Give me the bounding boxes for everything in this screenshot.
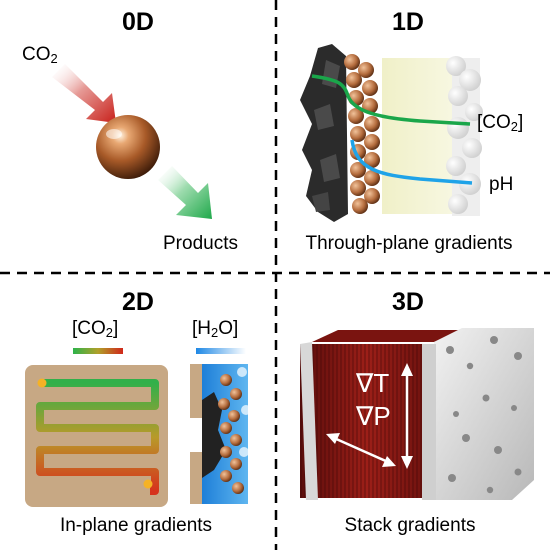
stack-caption: Stack gradients <box>344 515 476 536</box>
panel-title-0d: 0D <box>122 8 154 36</box>
cell-cross-section <box>190 364 251 504</box>
panel-title-3d: 3D <box>392 288 424 316</box>
pressure-gradient-symbol: ∇P <box>356 401 391 431</box>
co2-input-label: CO2 <box>22 44 58 67</box>
ph-label: pH <box>489 174 514 195</box>
h2o-scale-label: [H2O] <box>192 318 239 341</box>
stack-top-face <box>312 330 460 342</box>
panel-title-1d: 1D <box>392 8 424 36</box>
three-d-graphic <box>300 328 534 500</box>
white-porous-layer <box>446 56 483 216</box>
channel-outlet <box>143 479 153 489</box>
panel-title-2d: 2D <box>122 288 154 316</box>
products-output-arrow <box>158 166 212 219</box>
diagonal-gradient-arrow <box>326 433 396 467</box>
co2-scale-bar <box>73 348 123 354</box>
one-d-graphic <box>300 44 483 222</box>
through-plane-caption: Through-plane gradients <box>305 233 513 254</box>
channel-inlet <box>37 378 47 388</box>
two-d-graphic <box>25 348 251 507</box>
carbon-layer <box>300 44 348 222</box>
copper-particle <box>96 115 160 179</box>
h2o-scale-bar <box>196 348 246 354</box>
end-plate-side <box>434 328 534 500</box>
co2-gradient-line <box>311 74 471 126</box>
co2-scale-label: [CO2] <box>72 318 119 341</box>
ph-gradient-line <box>350 139 473 185</box>
serpentine-channel <box>36 379 159 495</box>
products-label: Products <box>163 233 238 254</box>
vertical-gradient-arrow <box>401 363 413 469</box>
temperature-gradient-symbol: ∇T <box>356 368 390 398</box>
co2-input-arrow <box>52 64 116 123</box>
zero-d-graphic <box>52 64 212 219</box>
in-plane-caption: In-plane gradients <box>59 515 213 536</box>
copper-catalyst-layer <box>344 54 380 214</box>
end-plate-rim <box>422 344 436 500</box>
membrane-layer <box>382 58 462 214</box>
co2-concentration-label: [CO2] <box>477 112 524 135</box>
